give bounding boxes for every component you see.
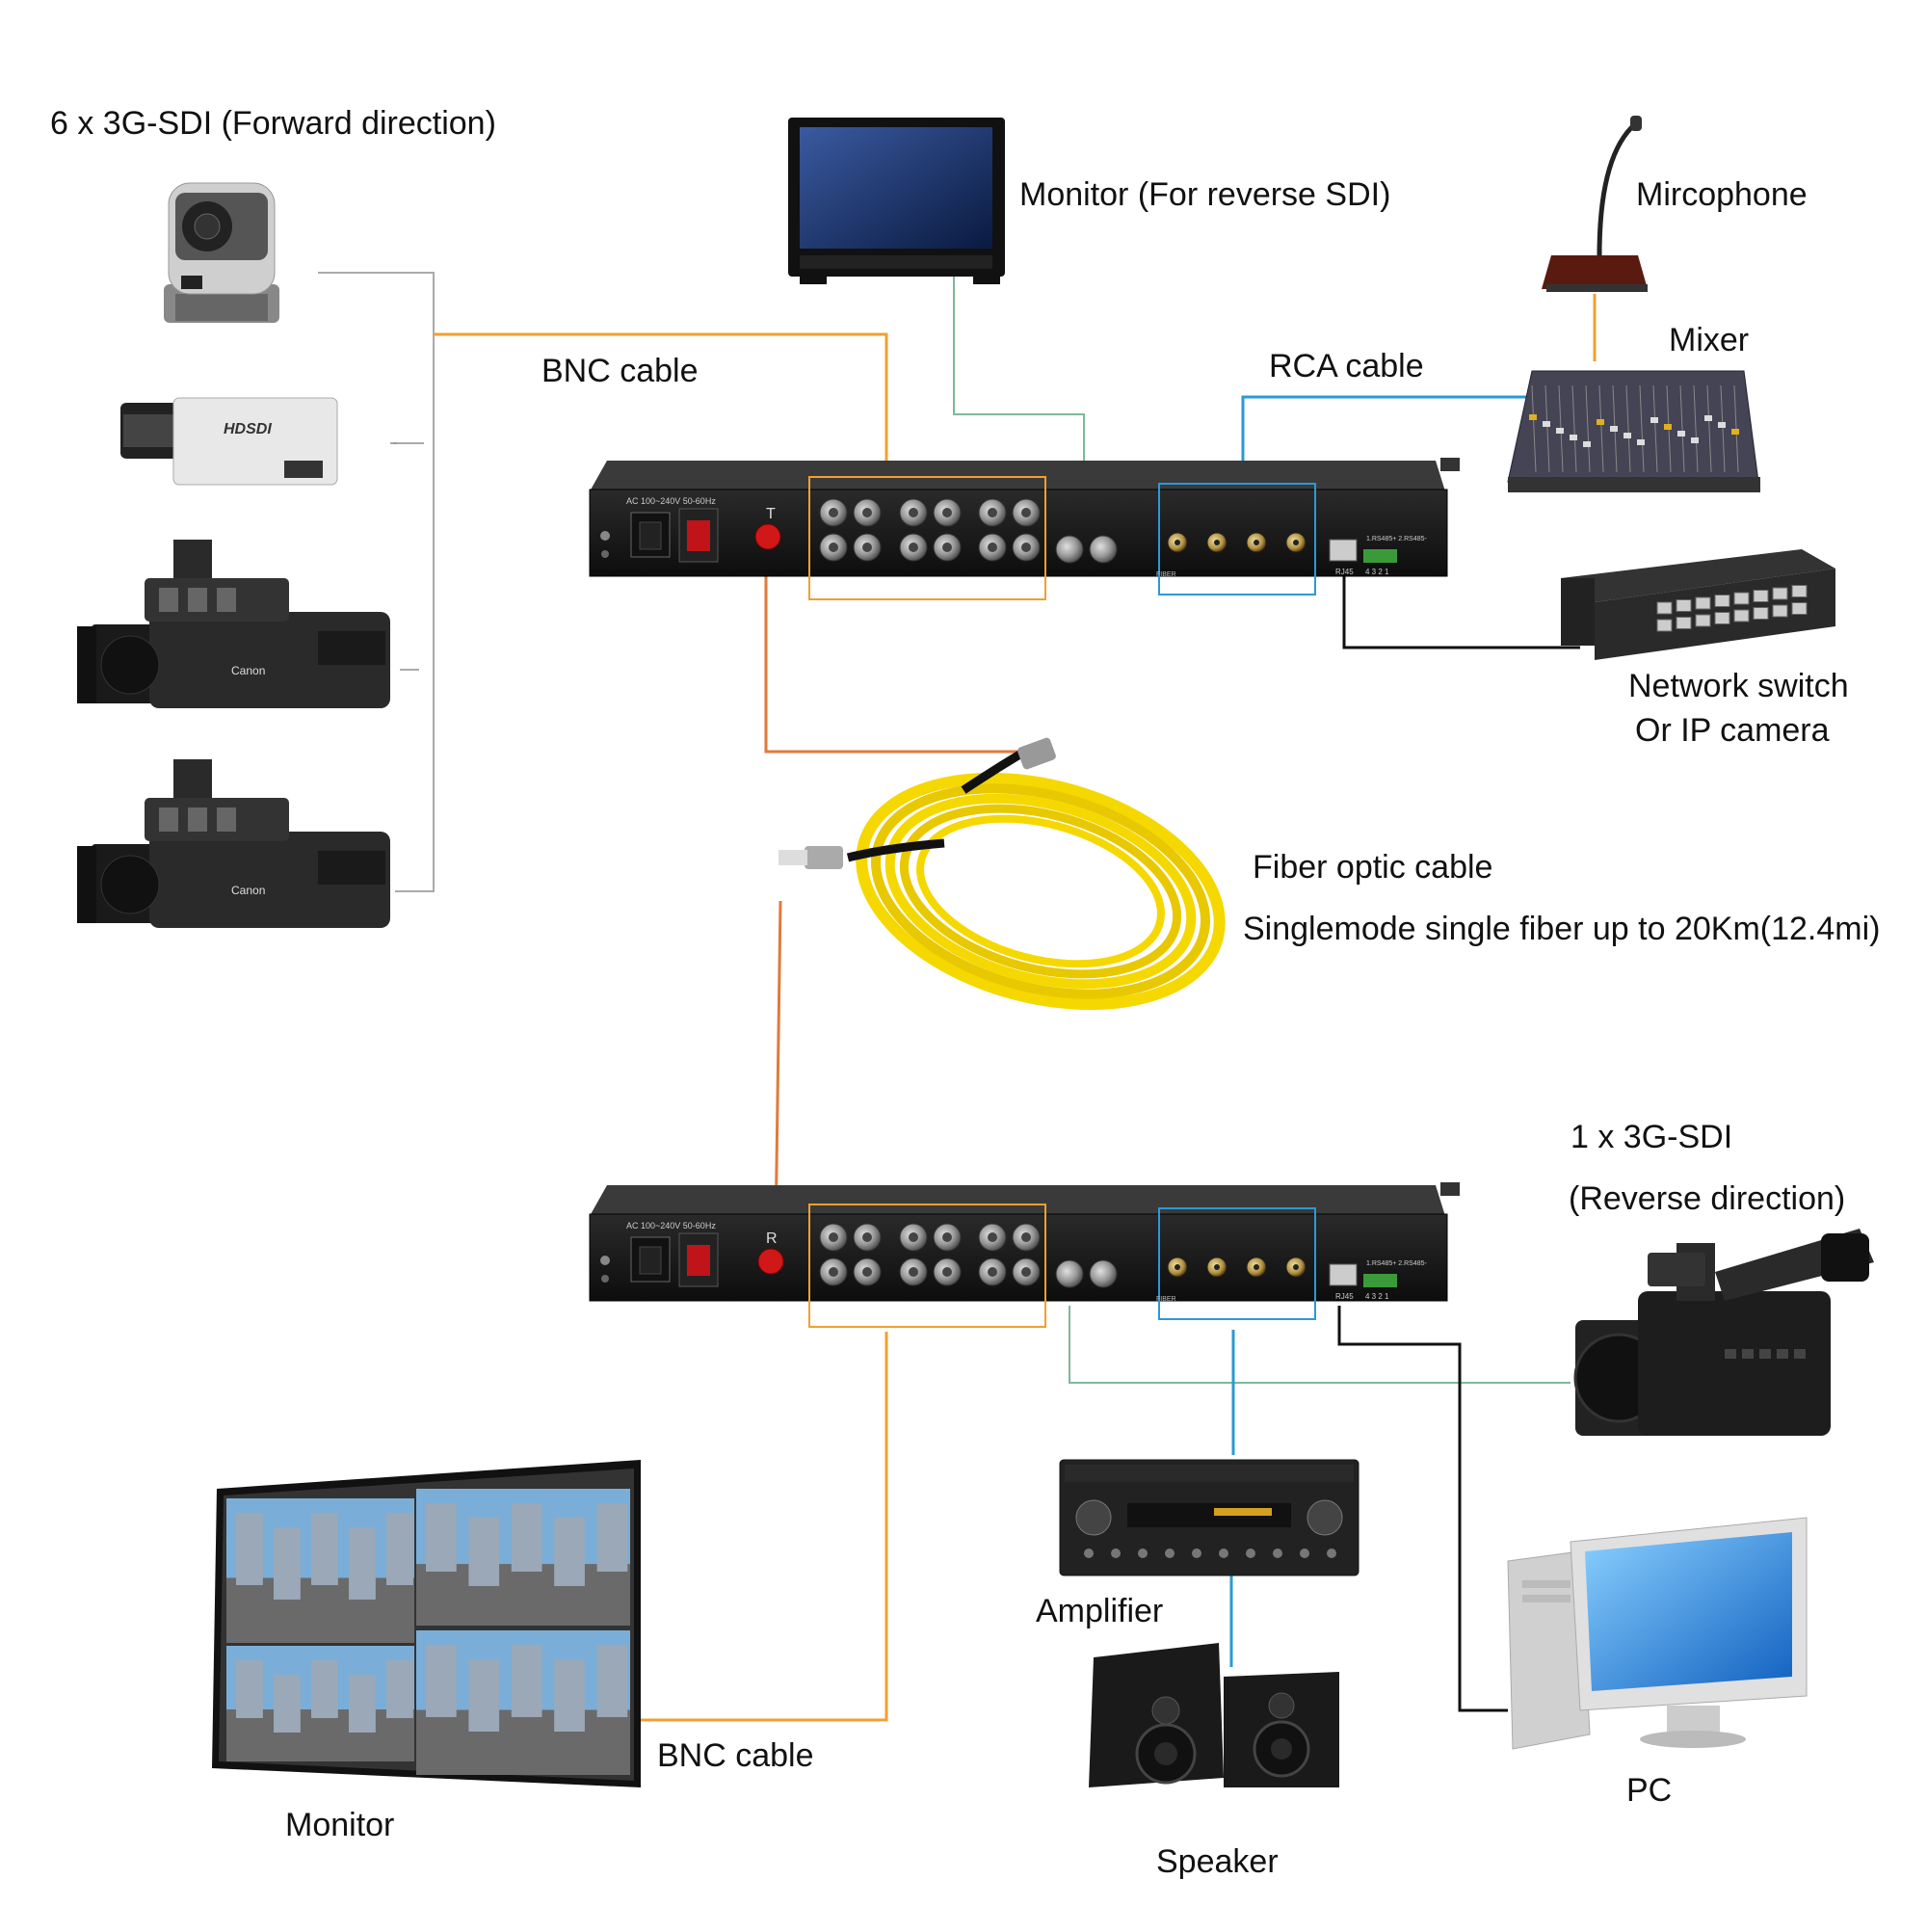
bnc-highlight-top bbox=[808, 476, 1046, 600]
network-switch-icon bbox=[1561, 549, 1835, 660]
rj45-port-bottom bbox=[1329, 1263, 1358, 1286]
fiber-bottom-line bbox=[774, 900, 782, 1234]
terminal-block-top bbox=[1363, 549, 1397, 563]
terminal-block-bottom bbox=[1363, 1274, 1397, 1287]
speaker-label: Speaker bbox=[1156, 1843, 1279, 1880]
amplifier-icon bbox=[1059, 1459, 1359, 1576]
svg-text:RJ45: RJ45 bbox=[1335, 568, 1354, 576]
receiver-unit: AC 100~240V 50-60Hz R FIBER RJ45 1.RS485… bbox=[589, 1182, 1460, 1328]
fc-connector-top bbox=[1017, 737, 1056, 770]
monitor-reverse-label: Monitor (For reverse SDI) bbox=[1019, 176, 1391, 213]
fiber-optic-cable-icon bbox=[779, 737, 1226, 1011]
reverse-sdi-bottom-line bbox=[1069, 1306, 1571, 1384]
fiber-port-tx bbox=[754, 523, 781, 550]
bnc-port-group-top bbox=[819, 498, 1041, 562]
rx-mark: R bbox=[766, 1231, 778, 1247]
pc-label: PC bbox=[1626, 1772, 1673, 1809]
svg-text:RJ45: RJ45 bbox=[1335, 1292, 1354, 1301]
camcorder-icon: Canon bbox=[77, 759, 390, 928]
reverse-direction-label: (Reverse direction) bbox=[1569, 1180, 1846, 1217]
svg-text:HDSDI: HDSDI bbox=[224, 421, 272, 437]
amplifier-label: Amplifier bbox=[1036, 1593, 1164, 1629]
svg-text:FIBER: FIBER bbox=[1156, 1296, 1176, 1303]
power-switch bbox=[687, 520, 710, 551]
rca-highlight-top bbox=[1158, 483, 1316, 595]
bnc-cable-bottom-line bbox=[636, 1332, 888, 1722]
reverse-sdi-label: 1 x 3G-SDI bbox=[1571, 1119, 1733, 1155]
ip-camera-label: Or IP camera bbox=[1635, 712, 1830, 749]
rca-port-group-top bbox=[1167, 532, 1307, 553]
power-switch bbox=[687, 1245, 710, 1276]
svg-text:1.RS485+ 2.RS485-: 1.RS485+ 2.RS485- bbox=[1366, 1260, 1428, 1267]
mixer-label: Mixer bbox=[1669, 322, 1750, 358]
svg-text:4 3 2 1: 4 3 2 1 bbox=[1365, 1292, 1389, 1301]
rca-highlight-bottom bbox=[1158, 1207, 1316, 1320]
ptz-camera-icon bbox=[164, 182, 279, 323]
svg-text:Canon: Canon bbox=[231, 884, 265, 897]
rca-port-group-bottom bbox=[1167, 1257, 1307, 1278]
camcorder-icon: Canon bbox=[77, 540, 390, 708]
ethernet-bottom-line bbox=[1337, 1306, 1508, 1712]
bnc-port-group-bottom bbox=[819, 1223, 1041, 1286]
rca-cable-top-line bbox=[1241, 395, 1532, 482]
bnc-cable-top-label: BNC cable bbox=[541, 353, 699, 389]
camera-bracket-line bbox=[318, 272, 435, 892]
connection-lines bbox=[318, 272, 1597, 1722]
rj45-port-top bbox=[1329, 539, 1358, 562]
svg-text:AC 100~240V 50-60Hz: AC 100~240V 50-60Hz bbox=[626, 1221, 716, 1231]
svg-text:1.RS485+ 2.RS485-: 1.RS485+ 2.RS485- bbox=[1366, 536, 1428, 543]
bnc-cable-bottom-label: BNC cable bbox=[657, 1737, 814, 1774]
forward-sdi-label: 6 x 3G-SDI (Forward direction) bbox=[50, 105, 496, 142]
audio-mixer-icon bbox=[1507, 370, 1760, 492]
tx-mark: T bbox=[766, 506, 776, 522]
fc-connector-bottom bbox=[805, 846, 843, 869]
reverse-monitor-icon bbox=[788, 118, 1005, 284]
power-spec-label: AC 100~240V 50-60Hz bbox=[626, 496, 716, 506]
fiber-port-rx bbox=[757, 1248, 784, 1275]
bnc-cable-top-line bbox=[434, 332, 888, 477]
network-switch-label: Network switch bbox=[1628, 668, 1849, 704]
microphone-icon bbox=[1542, 116, 1648, 292]
svg-text:FIBER: FIBER bbox=[1156, 571, 1176, 578]
fiber-cable-label: Fiber optic cable bbox=[1253, 849, 1493, 886]
svg-text:4 3 2 1: 4 3 2 1 bbox=[1365, 568, 1389, 576]
microphone-label: Mircophone bbox=[1636, 176, 1808, 213]
transmitter-unit: AC 100~240V 50-60Hz T FIBER RJ45 1.RS485… bbox=[589, 458, 1460, 600]
video-wall-monitor-icon bbox=[212, 1460, 641, 1787]
fiber-top-line bbox=[764, 559, 1021, 754]
rca-cable-label: RCA cable bbox=[1269, 348, 1424, 384]
pc-icon bbox=[1507, 1517, 1808, 1750]
reverse-camcorder-icon bbox=[1573, 1229, 1874, 1436]
svg-text:Canon: Canon bbox=[231, 664, 265, 677]
fiber-spec-label: Singlemode single fiber up to 20Km(12.4m… bbox=[1243, 911, 1881, 947]
bnc-highlight-bottom bbox=[808, 1204, 1046, 1328]
box-camera-icon: HDSDI bbox=[120, 397, 397, 486]
ethernet-top-line bbox=[1342, 569, 1580, 649]
speaker-icon bbox=[1089, 1643, 1339, 1787]
monitor-bottom-label: Monitor bbox=[285, 1807, 395, 1843]
